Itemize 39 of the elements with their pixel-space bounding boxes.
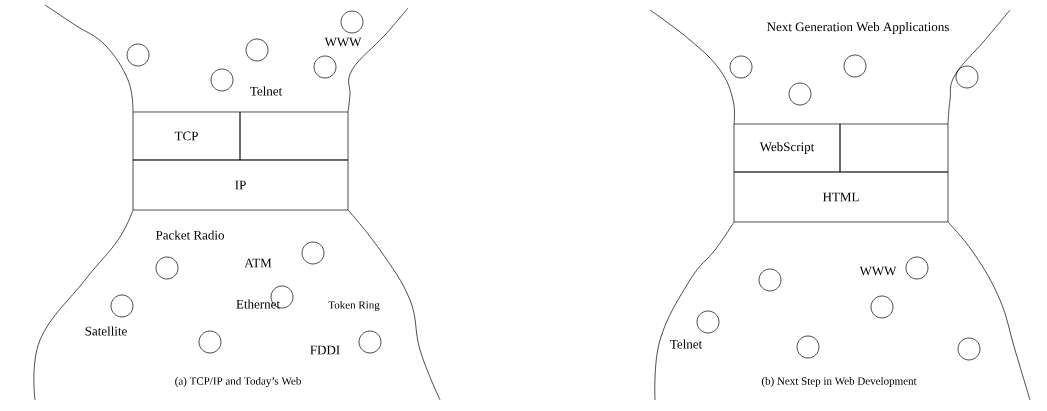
text-label: WWW xyxy=(324,37,362,47)
layer-box: HTML xyxy=(733,171,949,223)
text-label: Token Ring xyxy=(328,301,380,311)
circle-symbol xyxy=(245,38,269,62)
text-label: Telnet xyxy=(670,339,703,349)
text-label: Ethernet xyxy=(236,299,280,309)
circle-symbol xyxy=(957,337,981,361)
text-label: ATM xyxy=(244,258,272,268)
circle-symbol xyxy=(340,10,364,34)
layer-box: TCP xyxy=(132,111,241,161)
circle-symbol xyxy=(788,82,812,106)
empty-box xyxy=(839,123,949,173)
circle-symbol xyxy=(955,65,979,89)
circle-symbol xyxy=(758,268,782,292)
circle-symbol xyxy=(155,256,179,280)
circle-symbol xyxy=(905,256,929,280)
text-label: Telnet xyxy=(250,86,283,96)
circle-symbol xyxy=(696,310,720,334)
text-label: WWW xyxy=(859,266,897,276)
text-label: Next Generation Web Applications xyxy=(767,22,949,34)
text-label: Satellite xyxy=(85,326,127,336)
circle-symbol xyxy=(843,54,867,78)
circle-symbol xyxy=(210,68,234,92)
caption: (b) Next Step in Web Development xyxy=(761,377,917,387)
circle-symbol xyxy=(870,295,894,319)
circle-symbol xyxy=(301,241,325,265)
caption: (a) TCP/IP and Today’s Web xyxy=(175,377,301,387)
circle-symbol xyxy=(358,330,382,354)
circle-symbol xyxy=(198,330,222,354)
text-label: FDDI xyxy=(310,345,340,355)
text-label: Packet Radio xyxy=(155,230,224,240)
empty-box xyxy=(239,111,349,161)
circle-symbol xyxy=(729,55,753,79)
circle-symbol xyxy=(126,43,150,67)
circle-symbol xyxy=(796,335,820,359)
circle-symbol xyxy=(313,55,337,79)
circle-symbol xyxy=(110,294,134,318)
layer-box: IP xyxy=(132,159,349,211)
layer-box: WebScript xyxy=(733,123,841,173)
